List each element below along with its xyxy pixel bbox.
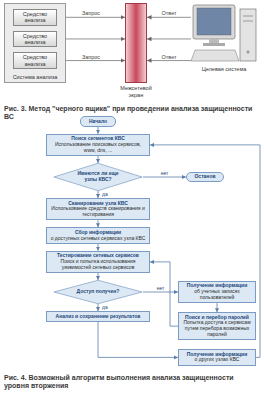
connector [98, 156, 99, 163]
analysis-tool-box: Средство анализа [13, 31, 57, 48]
monitor-screen [197, 8, 231, 35]
node-text: Средство анализа [15, 54, 55, 67]
node-text: о доступных сетевых сервисах узла КВС [49, 236, 147, 242]
connector [143, 292, 178, 293]
node-text: Имеются ли еще узлы КВС? [75, 171, 122, 183]
figure-caption: Рис. 4. Возможный алгоритм выполнения ан… [4, 374, 260, 391]
node-text: Начало [83, 119, 113, 125]
connector [98, 191, 99, 198]
computer-icon [191, 4, 257, 64]
connector [143, 177, 186, 178]
edge-label: нет [156, 286, 166, 292]
drive-slot [243, 16, 253, 17]
analysis-tool-box: Средство анализа [13, 52, 57, 69]
edge-label: Ответ [160, 10, 177, 16]
monitor-base [203, 43, 225, 46]
connector [98, 322, 178, 358]
node-text: Останов [189, 174, 221, 180]
connector [98, 244, 99, 251]
keyboard [191, 50, 239, 61]
analysis-system-box: Система анализаСредство анализаСредство … [4, 3, 66, 83]
connector [217, 303, 218, 312]
process-box: Анализ и сохранение результатов [46, 311, 150, 322]
node-text: Поиск и попытка использования уязвимосте… [49, 259, 147, 271]
edge-label: да [101, 192, 109, 198]
edge-label: Ответ [160, 54, 177, 60]
monitor-frame [193, 5, 235, 39]
connector [57, 60, 125, 61]
node-text: о других узлах КВС [181, 357, 253, 363]
node-text: об учетных записях пользователей [181, 289, 253, 301]
connector [150, 145, 260, 358]
node-text: Попытка доступа к сервисам путем перебор… [181, 320, 253, 337]
connector [98, 127, 99, 134]
process-box: Поиск сегментов КВСИспользование поисков… [46, 134, 150, 156]
analysis-tool-box: Средство анализа [13, 9, 57, 26]
process-box: Получение информациио других узлах КВС [178, 349, 256, 366]
firewall-band [125, 3, 147, 83]
process-box: Сбор информациио доступных сетевых серви… [46, 227, 150, 244]
edge-label: да [101, 305, 109, 311]
terminal-box: Начало [80, 116, 116, 127]
connector [98, 273, 99, 280]
monitor-stand [209, 39, 219, 43]
terminal-box: Останов [186, 172, 224, 183]
node-text: Система анализа [13, 74, 58, 81]
connector [147, 17, 191, 18]
connector [98, 304, 99, 311]
connector [147, 60, 191, 61]
decision-diamond: Доступ получен? [53, 280, 143, 304]
process-box: Получение информацииоб учетных записях п… [178, 281, 256, 303]
node-text: Использование средств сканирования и тес… [49, 206, 147, 218]
node-text: Целевая система [202, 66, 247, 73]
edge-label: нет [160, 171, 170, 177]
connector [150, 262, 178, 326]
connector [98, 220, 99, 227]
drive-slot [243, 21, 253, 22]
process-box: Поиск и перебор паролейПопытка доступа к… [178, 312, 256, 340]
node-text: Доступ получен? [75, 289, 122, 295]
figure-caption: Рис. 3. Метод "черного ящика" при провед… [4, 105, 260, 122]
connector [147, 38, 191, 39]
diamond-shape [54, 163, 142, 190]
diamond-shape [54, 280, 142, 304]
system-unit [240, 9, 256, 61]
process-box: Тестирование сетевых сервисовПоиск и поп… [46, 251, 150, 273]
connector [57, 17, 125, 18]
edge-label: Запрос [81, 10, 101, 16]
node-text: Средство анализа [15, 33, 55, 46]
power-button [247, 51, 250, 54]
node-text: Анализ и сохранение результатов [49, 314, 147, 320]
node-text: Использование поисковых сервисов, www, d… [49, 142, 147, 154]
node-text: Средство анализа [15, 11, 55, 24]
target-system: Целевая система [188, 4, 260, 73]
connector [57, 38, 125, 39]
decision-diamond: Имеются ли еще узлы КВС? [53, 163, 143, 191]
node-text: Межсетевой экран [116, 85, 156, 98]
edge-label: Запрос [81, 54, 101, 60]
process-box: Сканирование узла КВСИспользование средс… [46, 198, 150, 220]
firewall: Межсетевой экран [116, 3, 156, 99]
